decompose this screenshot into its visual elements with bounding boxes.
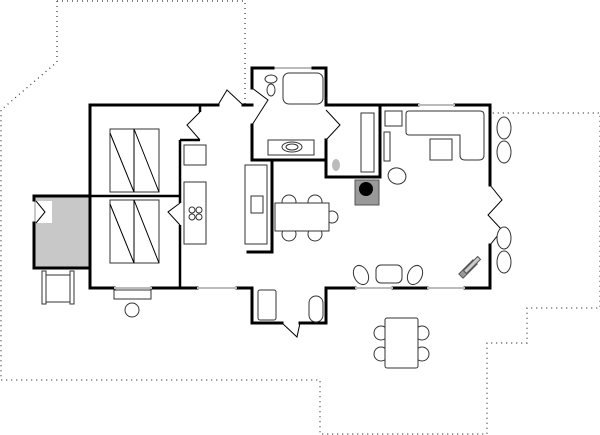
lounge-set — [352, 264, 424, 286]
kitchen-stove — [183, 181, 207, 245]
toilet — [264, 74, 278, 97]
bed-1 — [109, 128, 160, 193]
sun-lounger — [41, 270, 75, 305]
garden-stool — [124, 302, 140, 318]
armchair — [387, 167, 407, 185]
terrace-chairs-right — [496, 116, 512, 274]
bed-2 — [109, 199, 160, 264]
shelf — [383, 131, 391, 162]
interior-walls — [90, 105, 202, 288]
dining-table — [274, 194, 339, 242]
outdoor-dining-table — [373, 317, 430, 369]
exterior-walls — [88, 66, 492, 325]
fireplace — [354, 179, 380, 206]
side-table — [384, 110, 403, 127]
closet-object — [332, 159, 340, 171]
garden-bench — [113, 289, 152, 300]
closet-shelf — [360, 112, 375, 173]
storage-room — [32, 194, 92, 270]
stereo — [458, 255, 482, 279]
coffee-table — [429, 138, 453, 161]
bathtub — [282, 72, 324, 105]
kitchen-island — [244, 164, 268, 245]
l-sofa — [405, 110, 485, 161]
kitchen-sink — [183, 144, 207, 166]
bathroom-sink — [267, 139, 315, 156]
porch-furniture — [257, 289, 324, 323]
